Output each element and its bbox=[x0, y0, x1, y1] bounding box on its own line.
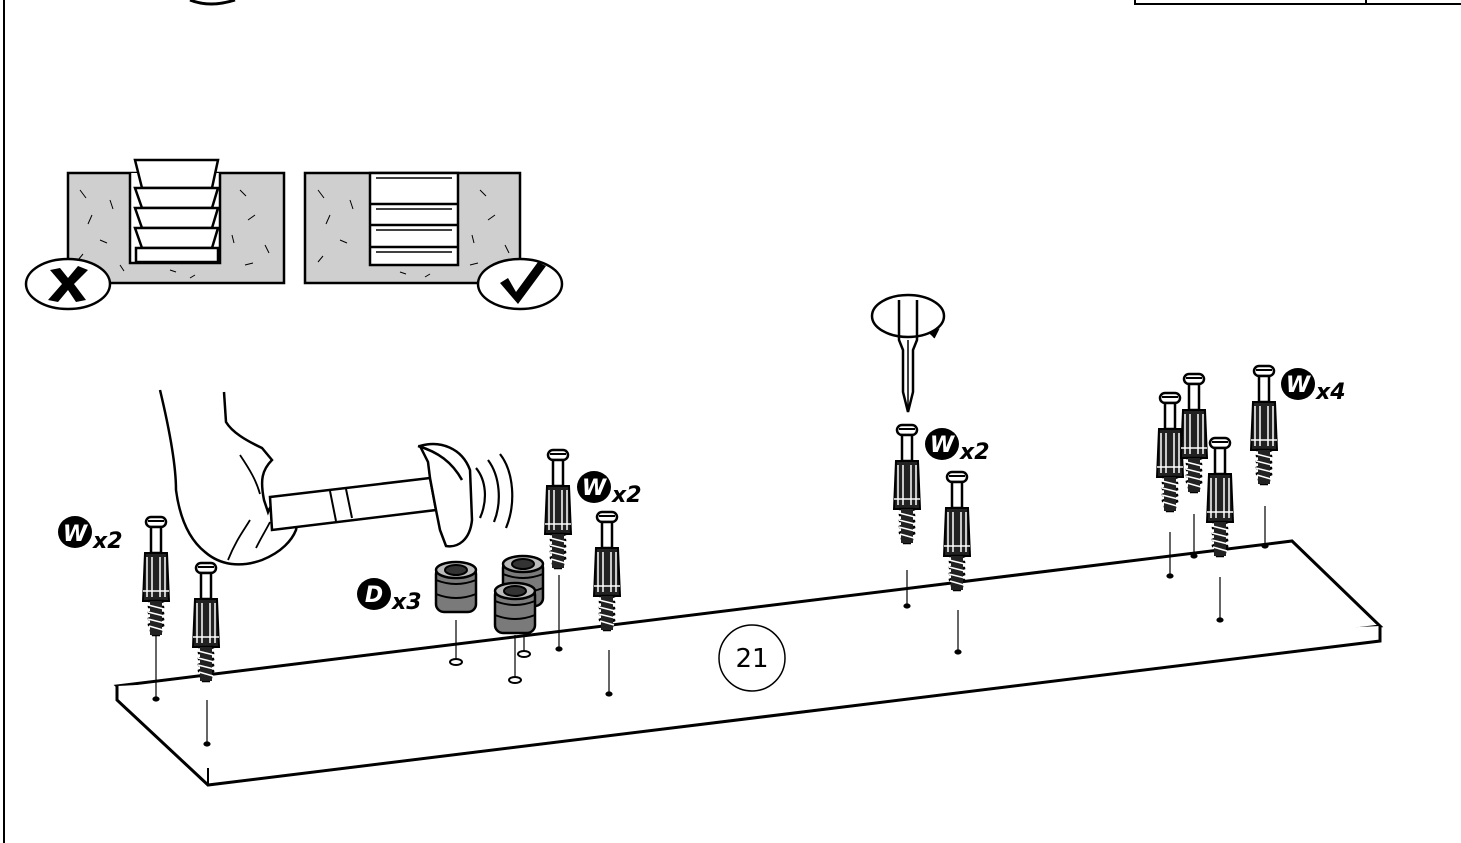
insert-d bbox=[436, 562, 476, 612]
label-w-center-right: W x2 bbox=[925, 428, 990, 465]
svg-text:x2: x2 bbox=[959, 440, 990, 465]
svg-text:x2: x2 bbox=[92, 529, 123, 554]
svg-text:W: W bbox=[930, 433, 956, 458]
pin-w bbox=[944, 472, 970, 590]
wrong-insertion-example bbox=[26, 160, 284, 309]
label-d-center: D x3 bbox=[357, 578, 422, 615]
pin-w bbox=[1157, 393, 1183, 511]
svg-text:W: W bbox=[1286, 373, 1312, 398]
x-mark-icon bbox=[26, 259, 110, 309]
pin-w bbox=[545, 450, 571, 568]
pin-w bbox=[1207, 438, 1233, 556]
check-mark-icon bbox=[478, 259, 562, 309]
pin-w bbox=[1181, 374, 1207, 492]
correct-insertion-example bbox=[305, 173, 562, 309]
svg-text:x3: x3 bbox=[391, 590, 422, 615]
pin-w bbox=[193, 563, 219, 681]
partial-icon-top bbox=[190, 0, 235, 4]
svg-text:W: W bbox=[582, 476, 608, 501]
hammer-icon bbox=[160, 390, 512, 564]
label-w-left: W x2 bbox=[58, 516, 123, 554]
title-block-edge bbox=[1135, 0, 1461, 4]
screwdriver-icon bbox=[872, 295, 944, 412]
insert-d bbox=[495, 583, 535, 633]
panel-number-badge: 21 bbox=[719, 625, 785, 691]
svg-text:x4: x4 bbox=[1315, 380, 1346, 405]
label-w-right: W x4 bbox=[1281, 368, 1346, 405]
svg-text:D: D bbox=[365, 583, 383, 608]
pin-w bbox=[1251, 366, 1277, 484]
pin-w bbox=[594, 512, 620, 630]
pin-w bbox=[894, 425, 920, 543]
label-w-center-left: W x2 bbox=[577, 471, 642, 508]
svg-text:W: W bbox=[63, 522, 89, 547]
panel-number: 21 bbox=[735, 644, 768, 674]
svg-text:x2: x2 bbox=[611, 483, 642, 508]
pin-w bbox=[143, 517, 169, 635]
